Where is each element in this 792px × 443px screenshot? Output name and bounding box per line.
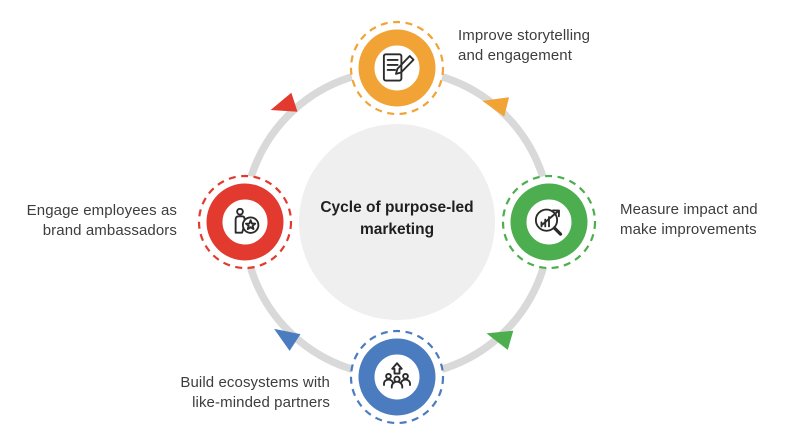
- label-measure-impact: Measure impact and make improvements: [620, 200, 758, 240]
- label-line: Build ecosystems with: [180, 374, 330, 391]
- arrow-top-right: [482, 97, 510, 117]
- arrow-top-left: [270, 92, 298, 112]
- label-line: and engagement: [458, 46, 572, 64]
- label-line: brand ambassadors: [42, 221, 177, 239]
- node-build-ecosystems: [349, 329, 445, 425]
- person-star-badge-icon: [234, 207, 260, 234]
- diagram-title-line2: marketing: [359, 221, 435, 239]
- label-line: make improvements: [620, 220, 757, 238]
- label-line: like-minded partners: [192, 393, 330, 411]
- node-engage-employees: [197, 174, 293, 270]
- document-pencil-icon: [382, 53, 415, 82]
- diagram-title-line1: Cycle of purpose-led: [320, 199, 474, 216]
- label-engage-employees: Engage employees as brand ambassadors: [27, 201, 177, 241]
- arrow-bottom-left: [274, 328, 301, 351]
- diagram-title: Cycle of purpose-led marketing: [297, 197, 497, 242]
- node-measure-impact: [501, 174, 597, 270]
- center-circle: [299, 124, 495, 320]
- label-improve-storytelling: Improve storytelling and engagement: [458, 26, 590, 66]
- node-improve-storytelling: [349, 20, 445, 116]
- label-build-ecosystems: Build ecosystems with like-minded partne…: [180, 373, 330, 413]
- label-line: Measure impact and: [620, 201, 758, 218]
- label-line: Improve storytelling: [458, 27, 591, 44]
- label-line: Engage employees as: [26, 202, 177, 219]
- magnifier-growth-chart-icon: [534, 208, 563, 236]
- arrow-bottom-right: [486, 330, 514, 350]
- team-growth-icon: [383, 362, 411, 389]
